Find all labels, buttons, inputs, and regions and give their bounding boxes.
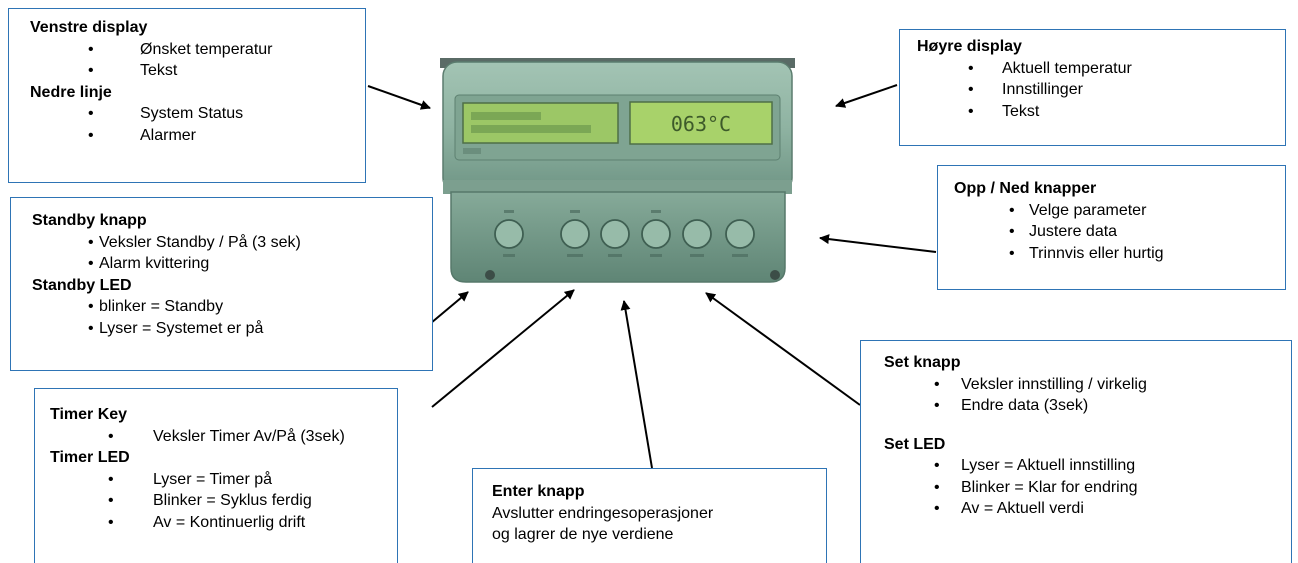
brand-logo <box>463 148 481 154</box>
list-item: Blinker = Klar for endring <box>884 477 1291 499</box>
timer-led-title: Timer LED <box>50 449 130 466</box>
right-lcd-text: 063°C <box>671 112 731 136</box>
enter-description-line: og lagrer de nye verdiene <box>492 525 674 543</box>
set-led-title: Set LED <box>884 435 946 453</box>
updown-buttons-callout: Opp / Ned knapper Velge parameter Juster… <box>937 165 1286 290</box>
list-item: Ønsket temperatur <box>30 39 365 61</box>
up-button <box>682 219 712 249</box>
standby-callout: Standby knapp Veksler Standby / På (3 se… <box>10 197 433 371</box>
list-item: Velge parameter <box>954 200 1285 222</box>
list-item: Veksler Standby / På (3 sek) <box>32 232 432 254</box>
list-item: Innstillinger <box>917 79 1285 101</box>
set-button-title: Set knapp <box>884 354 961 371</box>
list-item: Tekst <box>30 60 365 82</box>
enter-title: Enter knapp <box>492 483 585 500</box>
left-display-title: Venstre display <box>30 19 148 36</box>
enter-description-line: Avslutter endringesoperasjoner <box>492 504 714 522</box>
standby-led-title: Standby LED <box>32 276 132 294</box>
list-item: Alarm kvittering <box>32 253 432 275</box>
list-item: System Status <box>30 103 365 125</box>
left-display-callout: Venstre display Ønsket temperatur Tekst … <box>8 8 366 183</box>
list-item: Av = Aktuell verdi <box>884 498 1291 520</box>
standby-button <box>494 219 524 249</box>
lower-line-title: Nedre linje <box>30 83 112 101</box>
right-display-callout: Høyre display Aktuell temperatur Innstil… <box>899 29 1286 146</box>
list-item: Lyser = Timer på <box>50 469 397 491</box>
left-lcd <box>462 102 619 144</box>
list-item: Tekst <box>917 101 1285 123</box>
list-item: Aktuell temperatur <box>917 58 1285 80</box>
updown-title: Opp / Ned knapper <box>954 180 1097 197</box>
list-item: Trinnvis eller hurtig <box>954 243 1285 265</box>
timer-button <box>560 219 590 249</box>
down-button <box>725 219 755 249</box>
button-row <box>494 219 755 249</box>
enter-button <box>600 219 630 249</box>
enter-callout: Enter knapp Avslutter endringesoperasjon… <box>472 468 827 563</box>
set-button <box>641 219 671 249</box>
list-item: Endre data (3sek) <box>884 395 1291 417</box>
right-lcd <box>629 101 773 145</box>
standby-button-title: Standby knapp <box>32 212 147 229</box>
set-callout: Set knapp Veksler innstilling / virkelig… <box>860 340 1292 563</box>
list-item: Lyser = Aktuell innstilling <box>884 455 1291 477</box>
timer-callout: Timer Key Veksler Timer Av/På (3sek) Tim… <box>34 388 398 563</box>
list-item: blinker = Standby <box>32 296 432 318</box>
list-item: Veksler innstilling / virkelig <box>884 374 1291 396</box>
list-item: Veksler Timer Av/På (3sek) <box>50 426 397 448</box>
list-item: Blinker = Syklus ferdig <box>50 490 397 512</box>
timer-key-title: Timer Key <box>50 406 128 423</box>
list-item: Av = Kontinuerlig drift <box>50 512 397 534</box>
list-item: Alarmer <box>30 125 365 147</box>
list-item: Lyser = Systemet er på <box>32 318 432 340</box>
list-item: Justere data <box>954 221 1285 243</box>
right-display-title: Høyre display <box>917 38 1022 55</box>
